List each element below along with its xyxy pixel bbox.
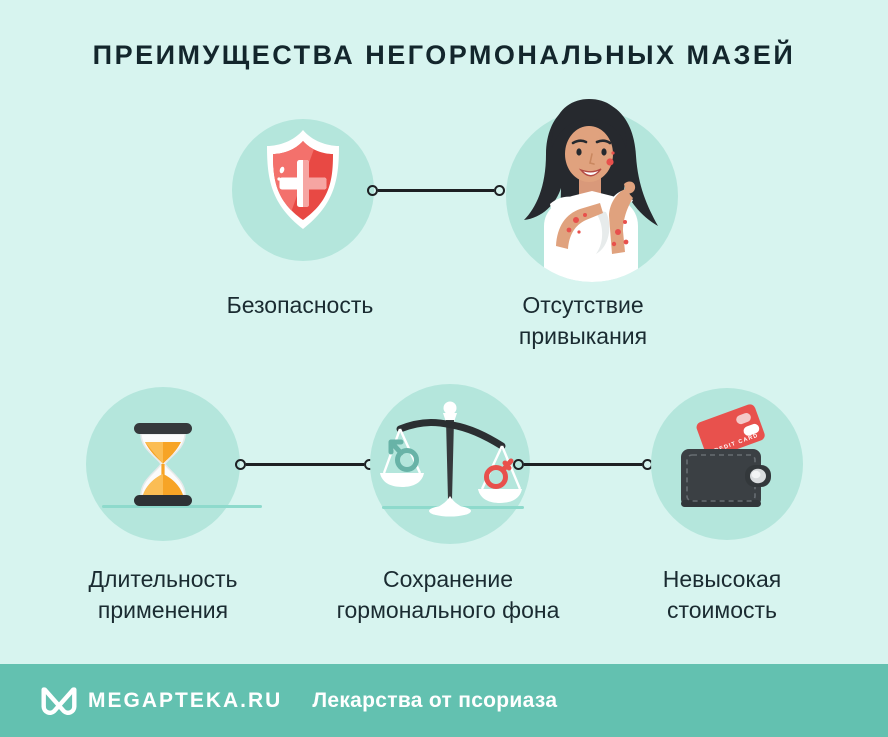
connector-wire [246, 462, 364, 466]
connector-node-icon [367, 184, 378, 196]
connector-node-icon [235, 458, 246, 470]
benefit-duration-label: Длительность применения [88, 566, 238, 623]
brand-name: MEGAPTEKA.RU [88, 688, 283, 712]
footer-topic: Лекарства от псориаза [312, 688, 558, 712]
benefit-hormonal-balance-label: Сохранение гормонального фона [336, 566, 560, 623]
connector-line [367, 184, 505, 196]
page-title: ПРЕИМУЩЕСТВА НЕГОРМОНАЛЬНЫХ МАЗЕЙ [92, 40, 796, 70]
connector-line [513, 458, 653, 470]
shield-with-cross-icon [267, 130, 339, 229]
benefit-safety [232, 119, 374, 261]
benefit-low-cost: CREDIT CARD [651, 388, 803, 540]
gender-balance-scales-icon [380, 401, 522, 517]
hourglass-icon [134, 423, 192, 506]
benefit-safety-label: Безопасность [226, 292, 374, 318]
benefit-low-cost-label: Невысокая стоимость [662, 566, 782, 623]
megapteka-logo-icon [41, 687, 77, 715]
benefit-hormonal-balance [370, 384, 530, 544]
connector-node-icon [494, 184, 505, 196]
benefit-no-addiction [506, 99, 678, 282]
benefit-duration [86, 387, 262, 541]
benefit-no-addiction-label: Отсутствие привыкания [518, 292, 648, 349]
connector-wire [524, 462, 642, 466]
connector-line [235, 458, 375, 470]
footer-bar: MEGAPTEKA.RU Лекарства от псориаза [0, 664, 888, 737]
woman-skin-irritation-icon [524, 99, 658, 282]
ground-line [102, 505, 262, 508]
connector-wire [378, 188, 494, 192]
connector-node-icon [513, 458, 524, 470]
wallet-credit-card-icon: CREDIT CARD [681, 404, 771, 507]
